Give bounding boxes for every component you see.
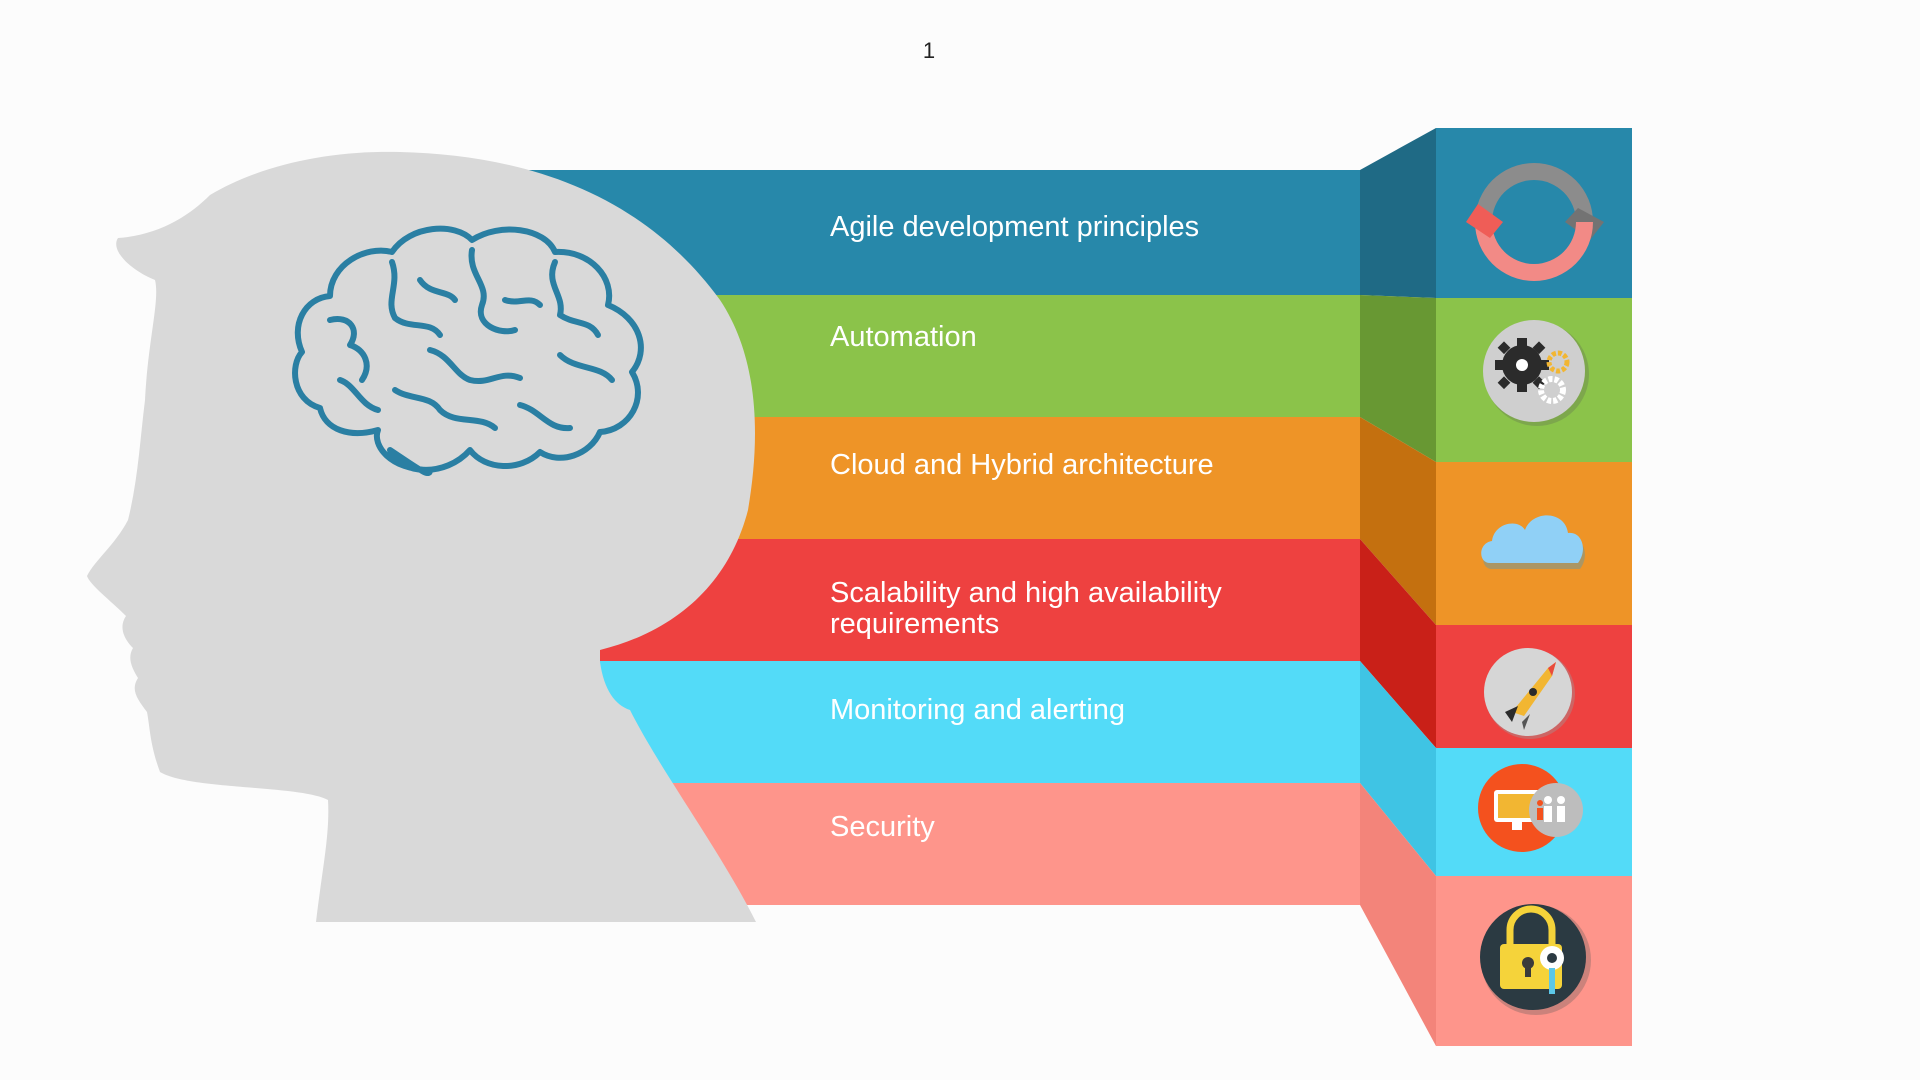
connector-cloud bbox=[1360, 417, 1436, 625]
head-silhouette bbox=[87, 151, 756, 922]
page-number: 1 bbox=[922, 38, 936, 63]
band-label-automation: Automation bbox=[830, 321, 977, 353]
band-label-cloud: Cloud and Hybrid architecture bbox=[830, 449, 1214, 481]
connector-agile bbox=[1360, 128, 1436, 298]
padlock-key-icon bbox=[1480, 904, 1591, 1015]
band-label-security: Security bbox=[830, 811, 935, 843]
connector-monitoring bbox=[1360, 661, 1436, 876]
connector-automation bbox=[1360, 295, 1436, 462]
monitor-people-icon bbox=[1478, 764, 1583, 852]
cycle-arrows-icon bbox=[1466, 163, 1604, 281]
brain-icon bbox=[292, 225, 644, 477]
band-label-monitoring: Monitoring and alerting bbox=[830, 694, 1126, 726]
band-label-scalability: Scalability and high availability requir… bbox=[830, 577, 1222, 640]
rocket-icon bbox=[1484, 648, 1575, 739]
band-label-agile: Agile development principles bbox=[830, 211, 1200, 243]
cloud-icon bbox=[1481, 515, 1585, 569]
gears-icon bbox=[1483, 320, 1589, 426]
connector-scalability bbox=[1360, 539, 1436, 748]
connector-security bbox=[1360, 783, 1436, 1046]
